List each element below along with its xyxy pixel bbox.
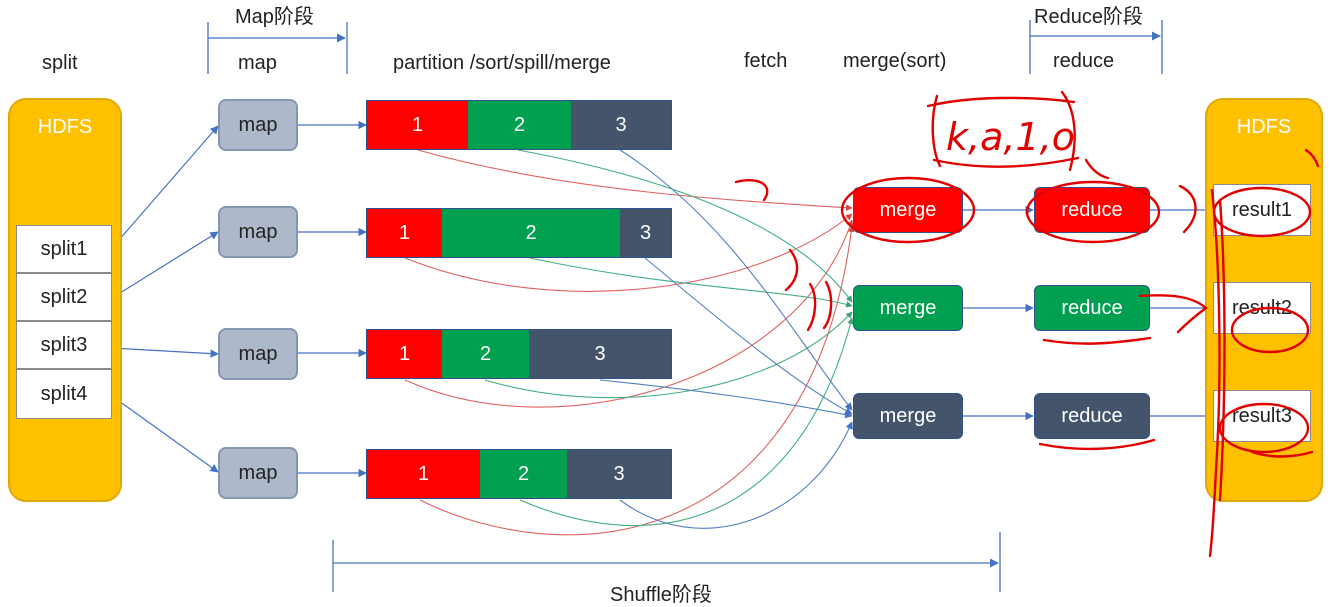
ink-arc-merge-2	[784, 248, 799, 292]
map-to-partition-arrows	[298, 120, 367, 478]
partition-2-segment-1: 1	[367, 209, 442, 257]
partition-2-segment-3: 3	[620, 209, 671, 257]
ink-arc-merge-3	[806, 282, 817, 332]
shuffle-stage-bracket	[332, 532, 1001, 592]
partition-3-segment-2: 2	[442, 330, 529, 378]
ink-vertical-stroke	[1208, 188, 1221, 558]
reduce-column-label: reduce	[1053, 50, 1115, 72]
partition-4-segment-2: 2	[480, 450, 567, 498]
reduce-stage-bracket	[1029, 20, 1163, 74]
shuffle-stage-label: Shuffle阶段	[610, 584, 712, 606]
split-item-4: split4	[16, 369, 112, 419]
split-item-1: split1	[16, 225, 112, 273]
ink-underline-reduce-2	[1042, 336, 1152, 345]
reduce-box-1: reduce	[1034, 187, 1150, 233]
ink-curve-bottom	[1250, 450, 1314, 458]
ink-underline-reduce-3	[1038, 438, 1156, 451]
partition-1-segment-2: 2	[468, 101, 571, 149]
fetch-curves-blue	[599, 149, 853, 529]
split-item-2: split2	[16, 273, 112, 321]
handwritten-box-bottom	[932, 156, 1080, 168]
map-box-1: map	[218, 99, 298, 151]
partition-bar-1: 1 2 3	[366, 100, 672, 150]
partition-2-segment-2: 2	[442, 209, 620, 257]
partition-3-segment-1: 1	[367, 330, 442, 378]
ink-arc-merge-1	[734, 179, 769, 202]
partition-4-segment-1: 1	[367, 450, 480, 498]
map-stage-bracket	[207, 22, 348, 74]
result-item-3: result3	[1213, 390, 1311, 442]
partition-bar-3: 1 2 3	[366, 329, 672, 379]
hdfs-input-title: HDFS	[37, 116, 93, 138]
ink-circle-reduce-1	[1025, 180, 1161, 244]
partition-1-segment-1: 1	[367, 101, 468, 149]
ink-circle-result-2	[1230, 306, 1310, 354]
merge-box-3: merge	[853, 393, 963, 439]
reduce-box-3: reduce	[1034, 393, 1150, 439]
handwritten-box-top	[926, 96, 1076, 108]
ink-tick-1	[1084, 158, 1110, 180]
partition-1-segment-3: 3	[571, 101, 671, 149]
hdfs-output-title: HDFS	[1236, 116, 1292, 138]
ink-arrow-to-result-2	[1138, 294, 1208, 334]
fetch-label: fetch	[744, 50, 788, 72]
map-box-2: map	[218, 206, 298, 258]
partition-bar-2: 1 2 3	[366, 208, 672, 258]
map-box-4: map	[218, 447, 298, 499]
split-to-map-arrows	[111, 125, 219, 473]
partition-3-segment-3: 3	[529, 330, 671, 378]
partition-bar-4: 1 2 3	[366, 449, 672, 499]
ink-arrow-to-result-1	[1178, 184, 1197, 234]
handwritten-bracket-left	[931, 94, 942, 168]
ink-arc-merge-4	[822, 280, 833, 330]
map-box-3: map	[218, 328, 298, 380]
partition-4-segment-3: 3	[567, 450, 671, 498]
ink-circle-result-1	[1212, 186, 1312, 238]
ink-circle-merge-1	[840, 176, 976, 244]
merge-reduce-result-arrows	[963, 205, 1214, 421]
merge-box-2: merge	[853, 285, 963, 331]
ink-circle-result-3	[1218, 402, 1310, 454]
handwritten-annotation-text: k,a,1,o	[946, 115, 1075, 159]
handwritten-bracket-right	[1060, 90, 1076, 172]
split-item-3: split3	[16, 321, 112, 369]
merge-sort-label: merge(sort)	[843, 50, 947, 72]
ink-vertical-stroke-2	[1218, 198, 1226, 502]
split-column-label: split	[42, 52, 78, 74]
map-column-label: map	[238, 52, 277, 74]
partition-column-label: partition /sort/spill/merge	[393, 52, 611, 74]
merge-box-1: merge	[853, 187, 963, 233]
reduce-stage-label: Reduce阶段	[1034, 6, 1143, 28]
reduce-box-2: reduce	[1034, 285, 1150, 331]
fetch-curves-red	[404, 149, 855, 536]
ink-tick-2	[1304, 148, 1320, 168]
map-stage-label: Map阶段	[235, 6, 314, 28]
